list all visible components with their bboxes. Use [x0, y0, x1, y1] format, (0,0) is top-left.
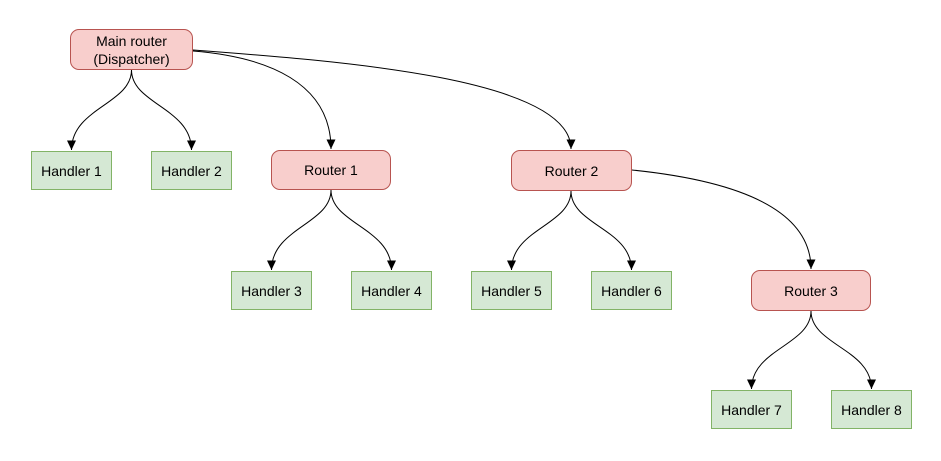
edge-main-router-to-router-1: [192, 50, 336, 150]
edge-router-3-to-handler-7: [747, 310, 812, 390]
node-handler-5[interactable]: Handler 5: [471, 271, 552, 310]
edge-router-1-to-handler-4: [330, 189, 396, 271]
node-router-1[interactable]: Router 1: [271, 150, 391, 190]
node-handler-4[interactable]: Handler 4: [351, 271, 432, 310]
node-handler-2[interactable]: Handler 2: [151, 151, 232, 190]
node-handler-3[interactable]: Handler 3: [231, 271, 312, 310]
edge-router-2-to-handler-5: [507, 190, 572, 271]
edge-router-2-to-handler-6: [570, 190, 636, 271]
edge-router-2-to-router-3: [631, 169, 816, 270]
node-router-3[interactable]: Router 3: [751, 270, 871, 311]
node-handler-8[interactable]: Handler 8: [831, 390, 912, 429]
edge-main-router-to-router-2: [192, 49, 576, 150]
node-router-2[interactable]: Router 2: [511, 150, 632, 191]
node-handler-7[interactable]: Handler 7: [711, 390, 792, 429]
node-main-router[interactable]: Main router (Dispatcher): [70, 29, 193, 70]
node-handler-1[interactable]: Handler 1: [31, 151, 112, 190]
edge-router-3-to-handler-8: [810, 310, 876, 390]
edge-main-router-to-handler-1: [67, 69, 132, 151]
edge-main-router-to-handler-2: [131, 69, 196, 151]
edge-router-1-to-handler-3: [267, 189, 332, 271]
node-handler-6[interactable]: Handler 6: [591, 271, 672, 310]
